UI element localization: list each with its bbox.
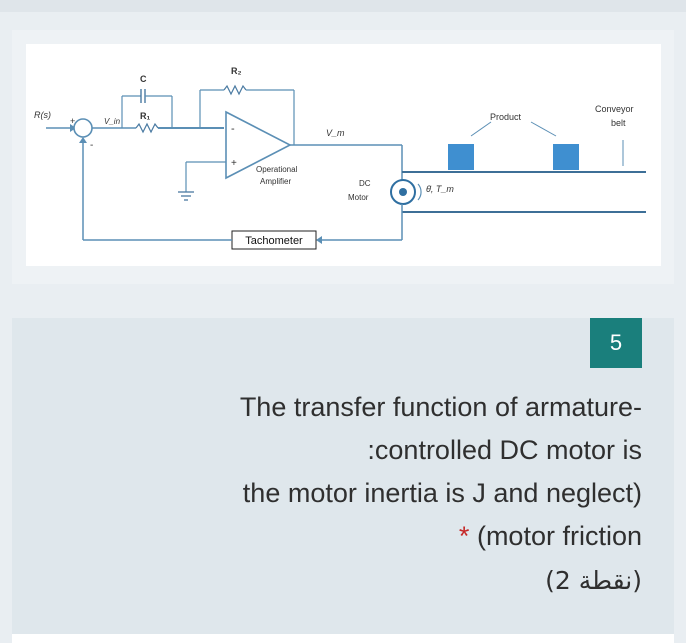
r1-resistor [135,122,159,134]
feedback-arrow [79,137,87,143]
required-asterisk: * [458,521,470,551]
dc-label-2: Motor [348,193,369,202]
opamp-minus: - [231,123,235,135]
tachometer-label: Tachometer [245,235,303,247]
question-line-3: the motor inertia is J and neglect) [242,478,642,508]
vm-label: V_m [326,128,345,138]
sum-minus-sign: - [90,140,93,151]
vin-label: V_in [104,117,121,126]
conveyor-label-1: Conveyor [595,104,634,114]
diagram-svg: + - - + [34,66,646,250]
product-pointer-2 [530,121,557,137]
points-label: (2 نقطة) [545,566,642,595]
top-bar [0,0,686,12]
r1-label: R₁ [140,111,150,121]
c-label: C [140,74,147,84]
rotation-arrow [417,183,422,201]
op-amp-triangle [225,110,292,180]
opamp-label-1: Operational [256,165,298,174]
r2-label: R₂ [231,66,242,76]
product-box-2 [553,144,579,170]
tach-arrow [316,236,322,244]
conveyor-label-2: belt [611,118,626,128]
question-number-badge: 5 [590,318,642,368]
product-box-1 [448,144,474,170]
motor-shaft [399,188,407,196]
product-pointer-1 [470,121,492,137]
answer-area-start[interactable] [12,634,674,643]
summing-junction [73,118,93,138]
theta-tm-label: θ̇, T_m [426,184,454,194]
opamp-label-2: Amplifier [260,177,291,186]
r2-resistor [223,84,247,96]
opamp-plus: + [231,158,237,169]
question-card [12,318,674,643]
question-line-4-wrap: * (motor friction [42,519,642,553]
question-line-4: (motor friction [476,521,642,551]
question-line-2: :controlled DC motor is [367,435,642,465]
product-label: Product [490,112,522,122]
question-line-1: The transfer function of armature- [239,392,642,422]
r-s-label: R(s) [34,110,51,120]
input-arrow [70,124,76,132]
sum-plus-sign: + [70,116,75,126]
control-system-diagram: + - - + [26,44,661,266]
dc-label-1: DC [359,179,371,188]
